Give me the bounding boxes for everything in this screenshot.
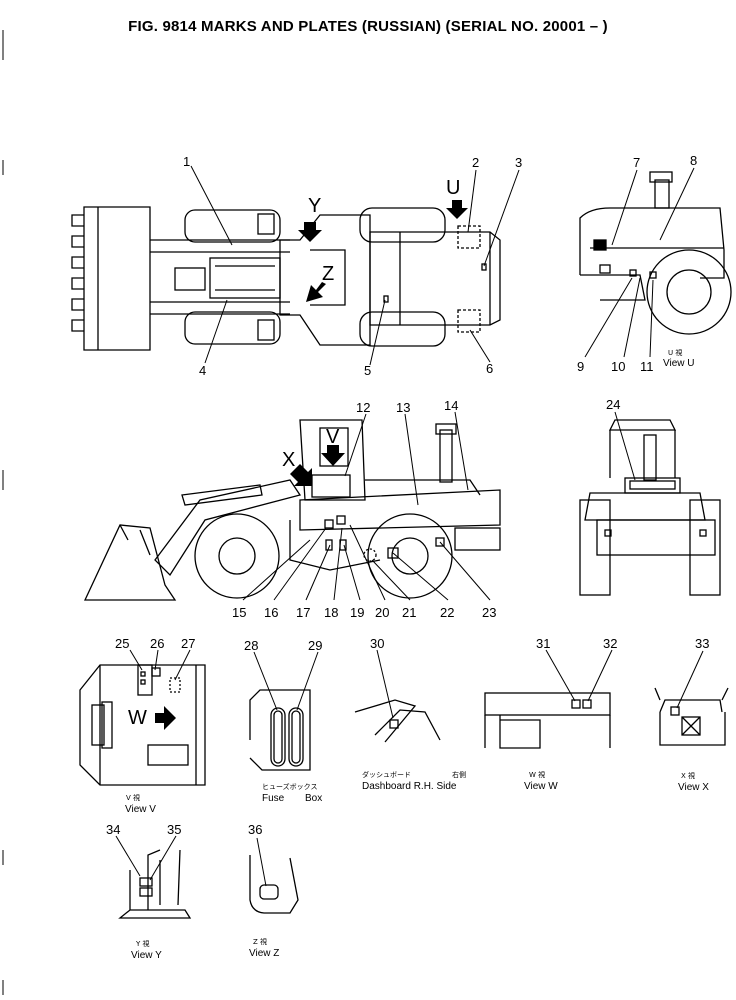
caption-view-v-jp: V 視 bbox=[126, 793, 140, 802]
callout-1: 1 bbox=[183, 154, 190, 169]
side-view-loader bbox=[83, 419, 501, 601]
arrow-w-icon bbox=[155, 706, 176, 730]
callout-31: 31 bbox=[536, 636, 550, 651]
view-letter-w: W bbox=[128, 707, 147, 729]
caption-fuse-jp: ヒューズボックス bbox=[262, 782, 317, 791]
callout-34: 34 bbox=[106, 822, 120, 837]
callout-5: 5 bbox=[364, 363, 371, 378]
callout-4: 4 bbox=[199, 363, 206, 378]
callout-11: 11 bbox=[640, 359, 654, 374]
view-letter-u: U bbox=[446, 177, 460, 199]
caption-view-y: View Y bbox=[131, 950, 162, 961]
view-letter-z: Z bbox=[322, 263, 334, 285]
callout-33: 33 bbox=[695, 636, 709, 651]
callout-numbers: 1 2 3 4 5 6 7 8 9 10 11 12 13 14 15 16 1… bbox=[106, 153, 709, 837]
callout-26: 26 bbox=[150, 636, 164, 651]
caption-view-x: View X bbox=[678, 782, 709, 793]
caption-fuse-left: Fuse bbox=[262, 793, 285, 804]
view-y-drawing bbox=[118, 849, 192, 919]
callout-7: 7 bbox=[633, 155, 640, 170]
view-letters: Y Z U V X W bbox=[128, 177, 460, 729]
arrow-z-icon bbox=[306, 282, 326, 302]
callout-13: 13 bbox=[396, 400, 410, 415]
caption-view-w-jp: W 視 bbox=[529, 770, 545, 779]
callout-10: 10 bbox=[611, 359, 625, 374]
callout-2: 2 bbox=[472, 155, 479, 170]
caption-view-u: View U bbox=[663, 358, 695, 369]
caption-dashboard: Dashboard R.H. Side bbox=[362, 781, 457, 792]
callout-23: 23 bbox=[482, 605, 496, 620]
callout-16: 16 bbox=[264, 605, 278, 620]
callout-21: 21 bbox=[402, 605, 416, 620]
callout-9: 9 bbox=[577, 359, 584, 374]
caption-dash-jp-left: ダッシュボード bbox=[362, 770, 411, 779]
view-letter-y: Y bbox=[308, 195, 321, 217]
view-captions: U 視 View U V 視 View V ヒューズボックス Fuse Box … bbox=[125, 348, 709, 961]
callout-35: 35 bbox=[167, 822, 181, 837]
callout-30: 30 bbox=[370, 636, 384, 651]
arrow-x-icon bbox=[290, 464, 312, 486]
caption-view-w: View W bbox=[524, 781, 558, 792]
callout-14: 14 bbox=[444, 398, 458, 413]
callout-22: 22 bbox=[440, 605, 454, 620]
callout-15: 15 bbox=[232, 605, 246, 620]
arrow-v-icon bbox=[321, 445, 345, 466]
callout-18: 18 bbox=[324, 605, 338, 620]
view-v-drawing bbox=[79, 664, 206, 786]
callout-3: 3 bbox=[515, 155, 522, 170]
callout-6: 6 bbox=[486, 361, 493, 376]
callout-17: 17 bbox=[296, 605, 310, 620]
view-letter-x: X bbox=[282, 449, 295, 471]
callout-12: 12 bbox=[356, 400, 370, 415]
dashboard-drawing bbox=[354, 699, 441, 743]
view-z-drawing bbox=[249, 855, 299, 914]
caption-fuse-right: Box bbox=[305, 793, 322, 804]
callout-28: 28 bbox=[244, 638, 258, 653]
caption-view-z-jp: Z 視 bbox=[253, 937, 267, 946]
caption-dash-jp-right: 右側 bbox=[452, 770, 466, 779]
caption-view-y-jp: Y 視 bbox=[135, 939, 150, 948]
callout-24: 24 bbox=[606, 397, 620, 412]
callout-36: 36 bbox=[248, 822, 262, 837]
callout-29: 29 bbox=[308, 638, 322, 653]
callout-25: 25 bbox=[115, 636, 129, 651]
view-w-drawing bbox=[484, 692, 611, 749]
callout-8: 8 bbox=[690, 153, 697, 168]
view-letter-v: V bbox=[326, 426, 340, 448]
view-x-drawing bbox=[654, 687, 729, 746]
top-view-loader bbox=[71, 206, 501, 351]
caption-view-z: View Z bbox=[249, 948, 279, 959]
view-u-drawing bbox=[579, 171, 732, 335]
callout-32: 32 bbox=[603, 636, 617, 651]
callout-20: 20 bbox=[375, 605, 389, 620]
callout-19: 19 bbox=[350, 605, 364, 620]
figure-title: FIG. 9814 MARKS AND PLATES (RUSSIAN) (SE… bbox=[128, 18, 608, 35]
caption-view-u-jp: U 視 bbox=[668, 348, 682, 357]
caption-view-v: View V bbox=[125, 804, 156, 815]
callout-27: 27 bbox=[181, 636, 195, 651]
arrow-y-icon bbox=[298, 222, 322, 242]
arrow-u-icon bbox=[446, 200, 468, 219]
caption-view-x-jp: X 視 bbox=[681, 771, 695, 780]
fuse-box-drawing bbox=[249, 689, 311, 771]
rear-view-loader bbox=[579, 419, 721, 596]
